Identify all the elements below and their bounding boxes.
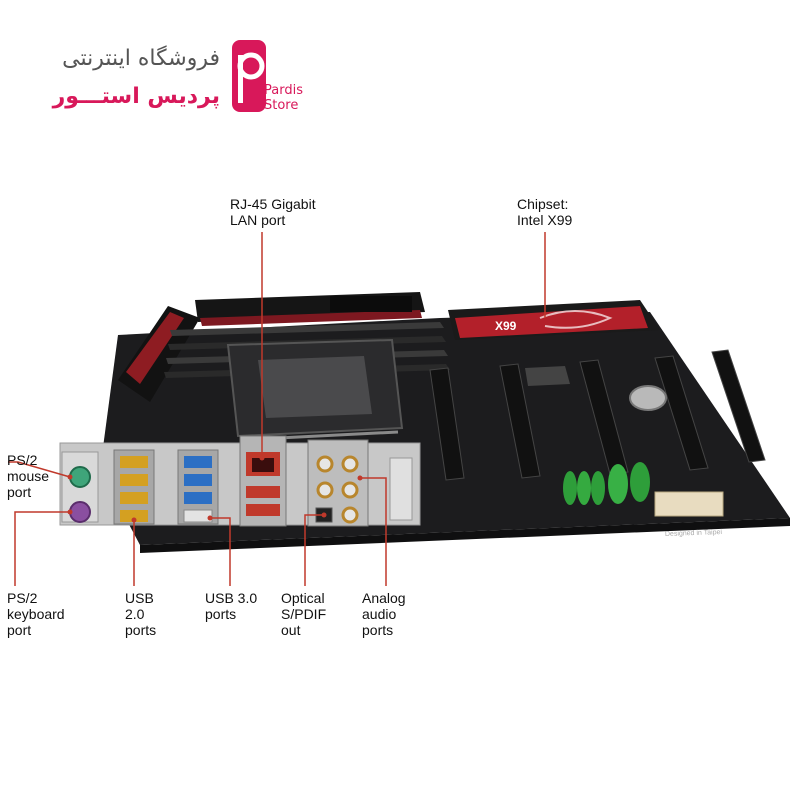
audio-capacitors — [563, 462, 650, 505]
leader-ps2-keyboard — [14, 511, 70, 586]
power-connector — [330, 296, 412, 312]
callout-usb3: USB 3.0 ports — [205, 590, 258, 622]
audio-header — [654, 491, 724, 517]
audio-port-group — [307, 439, 369, 527]
io-shield-end — [389, 457, 413, 521]
leader-optical — [304, 514, 324, 586]
callout-usb2: USB 2.0 ports — [125, 590, 157, 638]
ps2-keyboard-port-icon — [69, 501, 91, 523]
board-silkscreen: Designed in Taipei — [665, 529, 723, 538]
callout-ps2-keyboard: PS/2 keyboard port — [7, 590, 65, 638]
usb3-port-group — [177, 449, 219, 525]
callout-ps2-mouse: PS/2 mouse port — [7, 452, 50, 500]
callout-analog-audio: Analog audio ports — [362, 590, 406, 638]
m2-slot — [525, 366, 570, 386]
callout-lan-port: RJ-45 Gigabit LAN port — [230, 196, 316, 228]
leader-lines — [8, 232, 546, 586]
store-logo-text-2: Store — [264, 98, 299, 113]
leader-analog — [360, 477, 387, 586]
store-subtitle: پردیس استـــور — [52, 84, 220, 109]
callout-chipset: Chipset: Intel X99 — [517, 196, 573, 228]
ps2-port-group — [61, 451, 99, 523]
leader-usb3 — [210, 517, 231, 586]
pcie-slots — [429, 349, 766, 481]
vrm-heatsink-top-accent — [200, 310, 422, 326]
ps2-mouse-port-icon — [69, 466, 91, 488]
leader-dots — [67, 455, 363, 523]
store-title: فروشگاه اینترنتی — [62, 46, 220, 71]
leader-ps2-mouse — [8, 461, 71, 478]
chipset-heatsink-pattern — [539, 310, 613, 329]
usb2-port-group — [113, 449, 155, 525]
callout-optical: Optical S/PDIF out — [281, 590, 327, 638]
pcb-edge — [140, 518, 790, 553]
cpu-socket-inner — [258, 356, 372, 418]
lan-port-group — [239, 435, 287, 527]
chipset-heatsink-label: X99 — [495, 319, 517, 333]
vrm-heatsink-left-accent — [126, 312, 184, 384]
store-logo-icon — [232, 40, 266, 112]
store-logo-text: Pardis — [264, 83, 303, 98]
cmos-battery — [629, 385, 667, 411]
